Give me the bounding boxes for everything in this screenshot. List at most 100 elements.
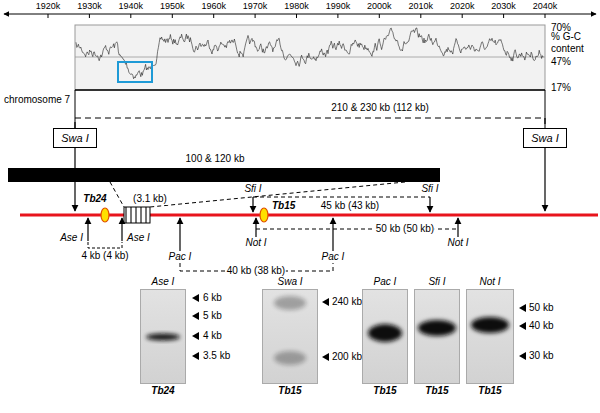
- site-arrow: [87, 218, 88, 241]
- axis-tick-label: 2010k: [407, 0, 434, 12]
- fragment-bracket: [253, 197, 430, 198]
- repeat-box: [124, 207, 150, 223]
- axis-tick-label: 2030k: [490, 0, 517, 12]
- probe-name: Tb24: [82, 193, 107, 205]
- marker-size: 5 kb: [202, 310, 223, 322]
- restriction-site: Not I: [244, 237, 267, 249]
- enzyme-name: Swa I: [531, 132, 559, 144]
- marker-size: 6 kb: [202, 292, 223, 304]
- axis-tick-label: 2000k: [366, 0, 393, 12]
- gel-bands: [263, 290, 319, 385]
- gel-image: [362, 289, 408, 384]
- gel-panel: Not I Tb15: [466, 276, 514, 397]
- gel-image: [414, 289, 460, 384]
- gel-band: [471, 317, 509, 333]
- gel-bands: [141, 290, 187, 385]
- restriction-site: Ase I: [59, 232, 84, 244]
- gel-panel: Swa I Tb15: [262, 276, 318, 397]
- fragment-span-line: [75, 118, 545, 128]
- site-arrow: [255, 218, 256, 237]
- probe-marker: [101, 208, 109, 222]
- marker-size: 200 kb: [331, 351, 363, 363]
- axis-ticks: [48, 14, 545, 18]
- fragment-size: (3.1 kb): [132, 193, 168, 205]
- site-arrow: [429, 197, 430, 212]
- restriction-site-box: Swa I: [53, 128, 97, 148]
- axis-tick-label: 1980k: [283, 0, 310, 12]
- marker-size: 4 kb: [202, 330, 223, 342]
- gel-bands: [467, 290, 515, 385]
- probe-name: Tb15: [373, 385, 396, 397]
- restriction-site: Pac I: [168, 251, 193, 263]
- axis-tick-label: 1960k: [200, 0, 227, 12]
- gel-band: [274, 296, 306, 310]
- axis-tick-label: 2020k: [449, 0, 476, 12]
- fragment-size: 45 kb (43 kb): [320, 200, 380, 212]
- restriction-site-box: Swa I: [523, 128, 567, 148]
- enzyme-name: Not I: [479, 276, 500, 288]
- enzyme-name: Swa I: [277, 276, 302, 288]
- axis-tick-label: 2040k: [532, 0, 559, 12]
- probe-name: Tb15: [425, 385, 448, 397]
- gel-image: [262, 289, 318, 384]
- gel-image: [466, 289, 514, 384]
- axis-tick-label: 1930k: [76, 0, 103, 12]
- site-arrow: [179, 218, 180, 251]
- size-marker: [192, 294, 199, 360]
- axis-tick-label: 1940k: [118, 0, 145, 12]
- gel-panel: Sfi I Tb15: [414, 276, 460, 397]
- restriction-site: Not I: [446, 237, 469, 249]
- marker-size: 30 kb: [528, 350, 554, 362]
- restriction-site: Sfi I: [243, 183, 262, 195]
- site-arrow: [544, 147, 545, 211]
- gel-panel: Pac I Tb15: [362, 276, 408, 397]
- restriction-site: Pac I: [321, 251, 346, 263]
- site-arrow: [252, 197, 253, 212]
- zoom-line: [110, 182, 124, 207]
- axis-tick-label: 1920k: [35, 0, 62, 12]
- probe-name: Tb15: [271, 200, 296, 212]
- site-arrow: [74, 147, 75, 211]
- gel-band: [146, 334, 180, 341]
- probe-marker: [260, 208, 268, 222]
- gel-band: [368, 324, 402, 342]
- fragment-size: 100 & 120 kb: [185, 153, 246, 165]
- marker-size: 50 kb: [528, 302, 554, 314]
- gc-plot-baseline: [75, 89, 545, 91]
- fragment-size: 40 kb (38 kb): [226, 265, 286, 277]
- size-marker: [322, 298, 329, 361]
- enzyme-name: Sfi I: [428, 276, 445, 288]
- fragment-size: 210 & 230 kb (112 kb): [330, 102, 430, 114]
- probe-name: Tb15: [478, 385, 501, 397]
- site-arrow: [457, 218, 458, 237]
- gel-panel: Ase ITb24: [140, 276, 186, 397]
- gc-content-trace: [76, 28, 543, 79]
- marker-size: 240 kb: [331, 296, 363, 308]
- site-arrow: [121, 218, 122, 241]
- axis-tick-label: 1990k: [325, 0, 352, 12]
- axis-title: % G-C content: [550, 31, 596, 55]
- restriction-site: Sfi I: [420, 183, 439, 195]
- fragment-size: 4 kb (4 kb): [80, 250, 129, 262]
- percent-label: 47%: [550, 56, 572, 68]
- size-marker: [519, 304, 526, 360]
- enzyme-name: Pac I: [374, 276, 397, 288]
- axis-tick-label: 1950k: [159, 0, 186, 12]
- gel-bands: [415, 290, 461, 385]
- fragment-bracket: [88, 242, 122, 248]
- enzyme-name: Ase I: [152, 276, 175, 288]
- enzyme-name: Swa I: [61, 132, 89, 144]
- gc-plot-frame: [75, 25, 545, 90]
- gel-bands: [363, 290, 409, 385]
- percent-label: 17%: [550, 82, 572, 94]
- clone-bar: [8, 168, 440, 182]
- axis-tick-label: 1970k: [242, 0, 269, 12]
- chromosome-label: chromosome 7: [3, 94, 71, 106]
- probe-name: Tb15: [278, 385, 301, 397]
- marker-size: 40 kb: [528, 320, 554, 332]
- site-arrow: [332, 218, 333, 251]
- highlight-box: [118, 62, 152, 82]
- restriction-site: Ase I: [126, 232, 151, 244]
- gel-band: [274, 351, 306, 365]
- marker-size: 3.5 kb: [202, 350, 231, 362]
